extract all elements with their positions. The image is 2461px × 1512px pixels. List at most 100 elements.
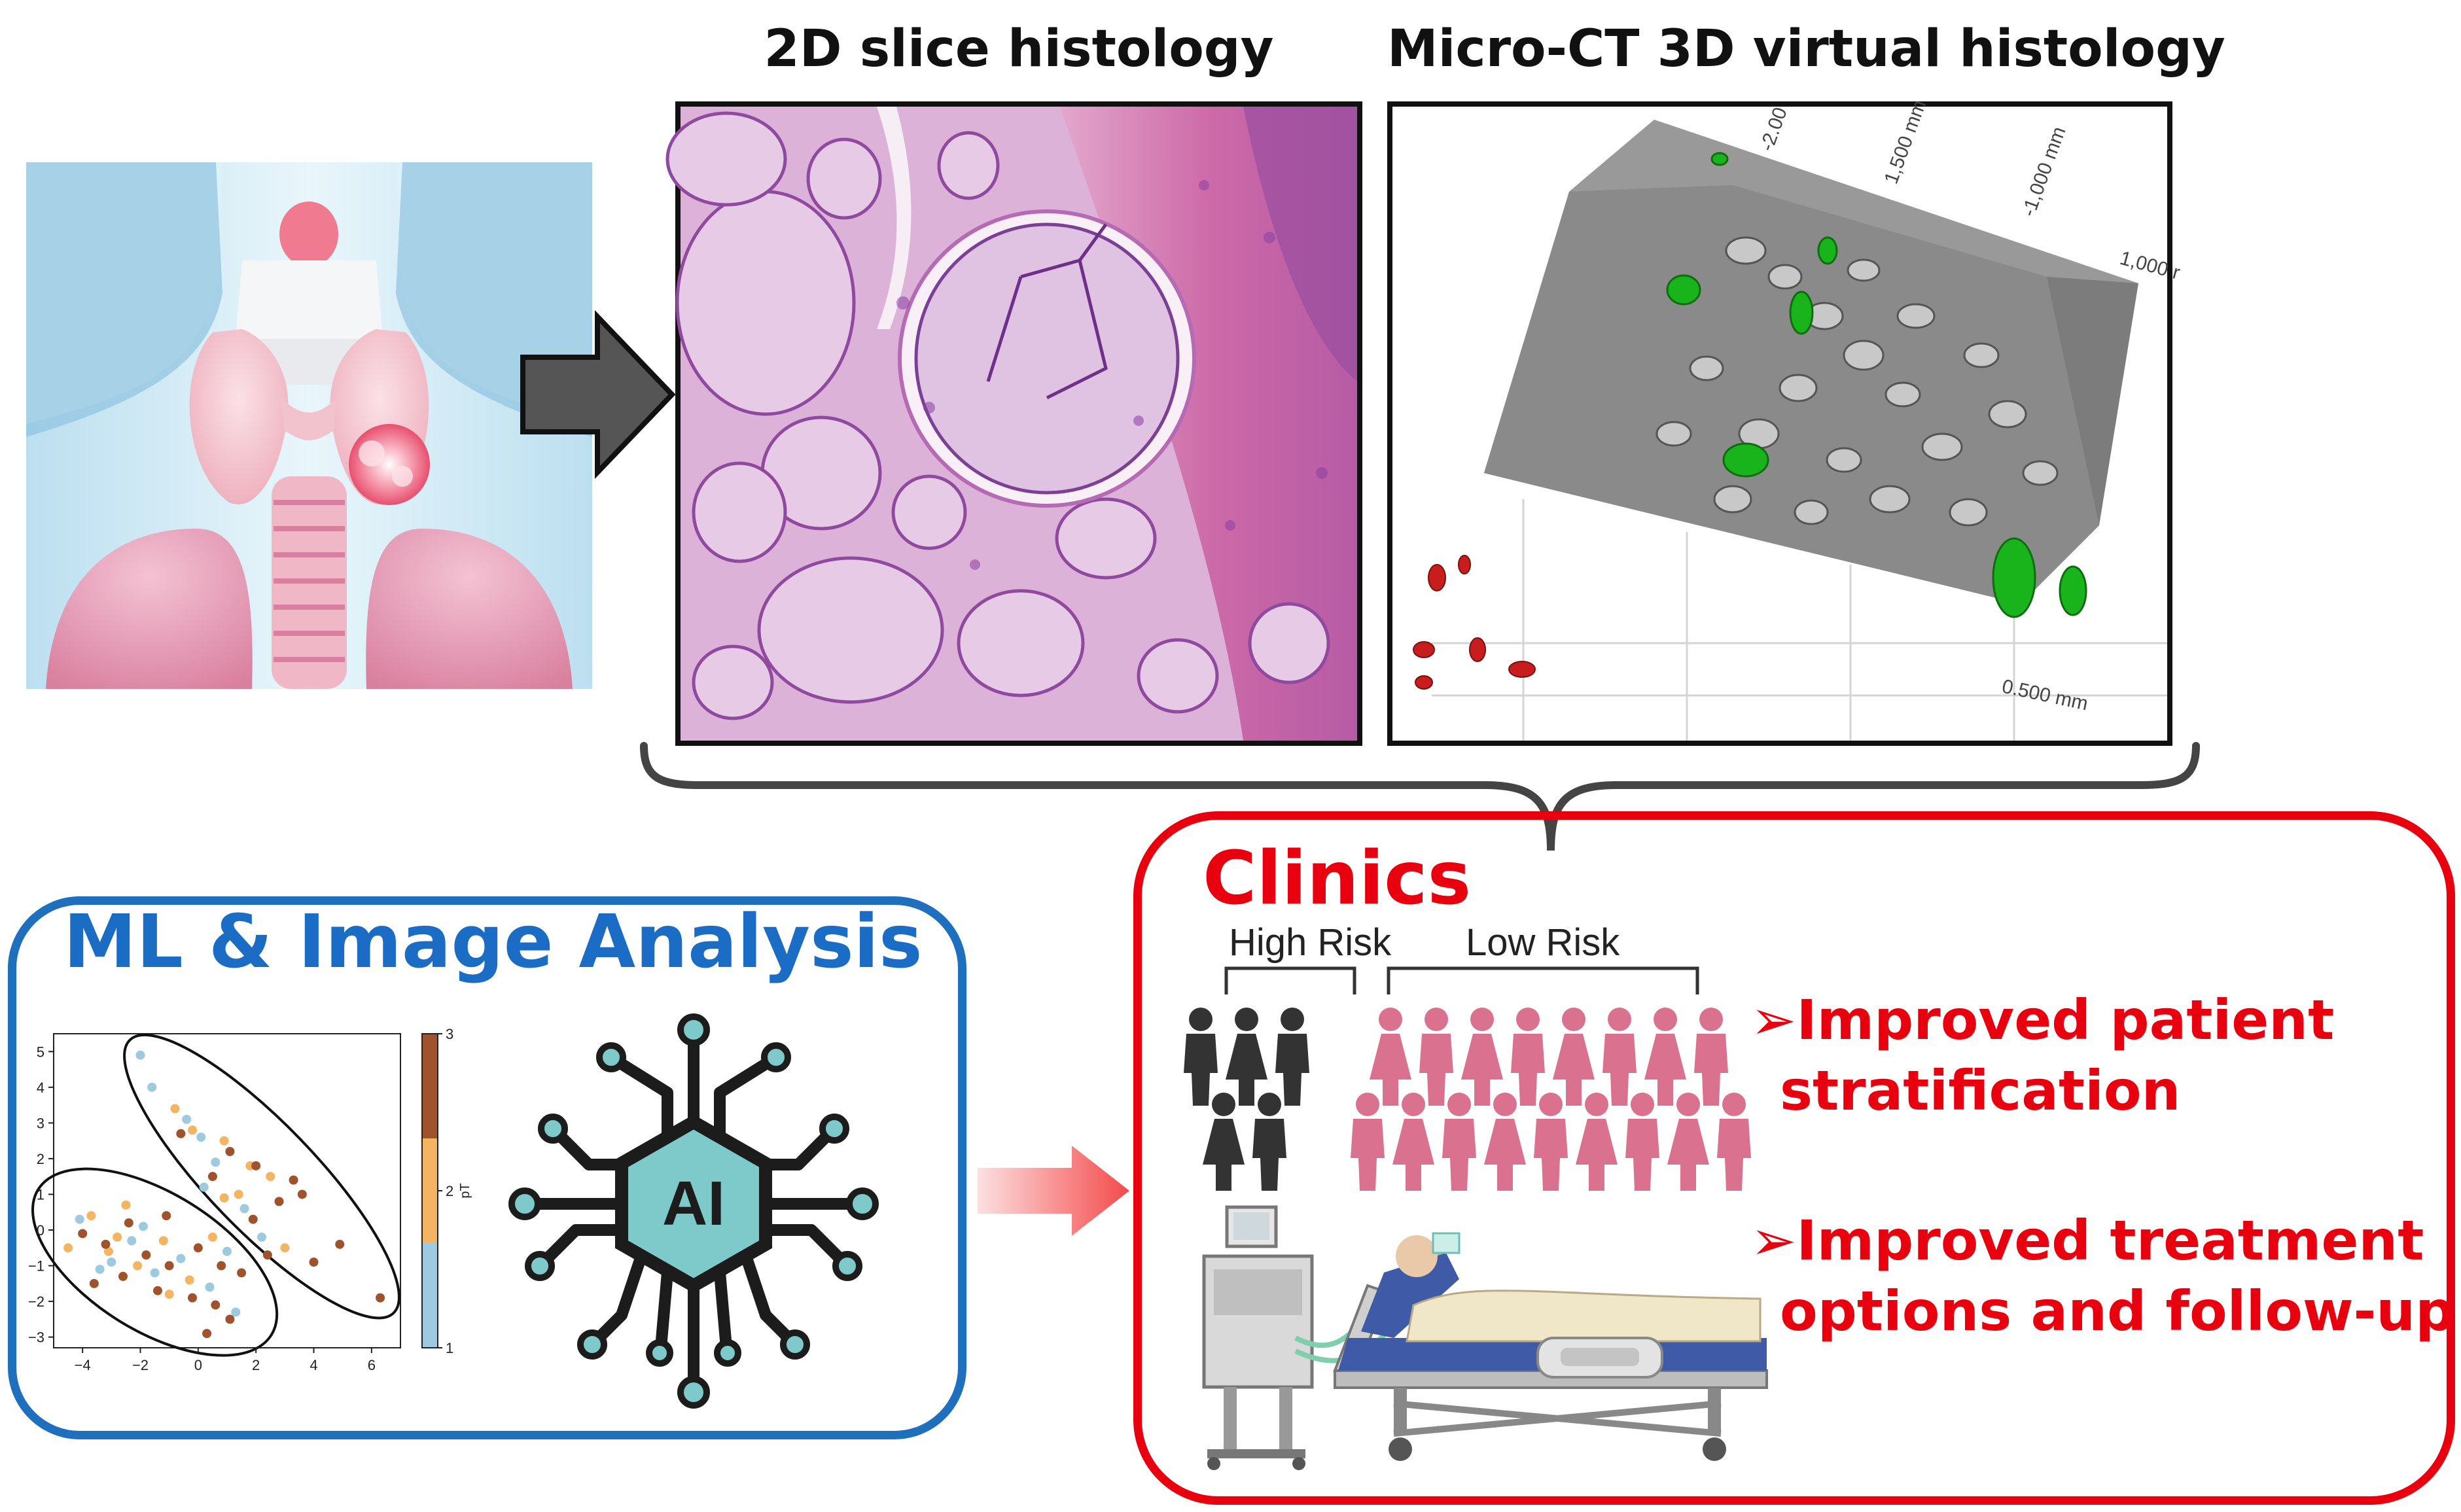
risk-brackets: [1224, 966, 1699, 994]
colorbar-segment: [422, 1243, 438, 1348]
bullet-patient-stratification: ➢Improved patient stratification: [1750, 985, 2334, 1126]
scatter-point: [158, 1236, 168, 1246]
scatter-point: [274, 1197, 284, 1206]
scatter-point: [133, 1261, 143, 1271]
y-tick-label: −3: [28, 1329, 44, 1346]
cluster-ellipse-lower: [31, 1167, 279, 1357]
scatter-point: [182, 1114, 192, 1124]
scatter-point: [231, 1307, 241, 1317]
scatter-point: [211, 1157, 221, 1167]
scatter-point: [176, 1129, 186, 1138]
scatter-point: [95, 1265, 105, 1274]
bullet-arrow-icon: ➢: [1750, 988, 1797, 1052]
bullet-2-line-1: Improved treatment: [1796, 1208, 2424, 1273]
x-tick-label: 2: [252, 1357, 260, 1373]
scatter-point: [63, 1243, 73, 1253]
y-tick-label: 0: [37, 1222, 44, 1239]
scatter-point: [309, 1257, 319, 1267]
scatter-point: [257, 1232, 266, 1242]
colorbar-tick-label: 1: [446, 1340, 453, 1356]
microct-title: Micro-CT 3D virtual histology: [1387, 20, 2225, 79]
scatter-point: [107, 1257, 116, 1267]
scatter-point: [207, 1172, 217, 1182]
scatter-point: [188, 1293, 197, 1303]
scatter-point: [141, 1250, 151, 1260]
bullet-2-line-2: options and follow-up: [1780, 1279, 2455, 1343]
scatter-point: [103, 1246, 113, 1256]
scatter-point: [199, 1182, 209, 1192]
scatter-point: [225, 1147, 235, 1156]
colorbar-tick-label: 3: [446, 1026, 453, 1042]
he-stained-tissue-image: [665, 107, 1357, 741]
cluster-ellipses: [31, 1033, 400, 1357]
scatter-point: [164, 1261, 174, 1271]
scatter-point: [101, 1239, 111, 1249]
clinics-title: Clinics: [1203, 836, 1472, 921]
scatter-point: [127, 1236, 137, 1246]
scatter-points: [63, 1050, 385, 1339]
scatter-point: [297, 1189, 307, 1199]
pink-arrow-icon: [978, 1146, 1129, 1236]
scatter-point: [176, 1254, 186, 1263]
bullet-1-line-2: stratification: [1780, 1059, 2181, 1123]
colorbar-segment: [422, 1034, 438, 1138]
scatter-point: [89, 1278, 99, 1288]
scatter-point: [222, 1246, 232, 1256]
bullet-1-line-1: Improved patient: [1796, 988, 2335, 1052]
scatter-point: [188, 1125, 197, 1135]
y-tick-label: 1: [37, 1186, 44, 1203]
scatter-point: [124, 1218, 133, 1228]
scatter-point: [234, 1189, 243, 1199]
scatter-point: [135, 1050, 145, 1060]
ai-label: AI: [662, 1169, 725, 1239]
right-arrow-icon: [520, 310, 676, 479]
scatter-point: [289, 1175, 298, 1185]
scatter-point: [239, 1204, 249, 1214]
y-tick-label: 3: [37, 1115, 44, 1131]
scatter-point: [118, 1271, 128, 1281]
histology-2d-panel: [665, 101, 1362, 746]
ml-image-analysis-box: [8, 896, 966, 1439]
histology-2d-title: 2D slice histology: [764, 20, 1274, 79]
ml-box-title: ML & Image Analysis: [63, 900, 923, 985]
x-tick-label: 0: [194, 1357, 202, 1373]
scatter-point: [86, 1211, 96, 1221]
x-tick-label: −2: [132, 1357, 149, 1373]
scatter-point: [196, 1133, 206, 1142]
scatter-point: [164, 1290, 174, 1299]
scatter-point: [121, 1200, 131, 1210]
high-risk-label: High Risk: [1229, 921, 1392, 964]
scatter-point: [113, 1232, 122, 1242]
scatter-point: [153, 1286, 162, 1295]
y-tick-label: 4: [37, 1080, 44, 1096]
bullet-arrow-icon: ➢: [1750, 1208, 1797, 1273]
scatter-point: [237, 1268, 247, 1278]
cluster-ellipse-upper: [123, 1033, 400, 1320]
y-tick-label: −2: [28, 1293, 44, 1310]
hospital-bed-icon: [1333, 1232, 1768, 1461]
scatter-point: [205, 1282, 215, 1292]
bullet-treatment-options: ➢Improved treatment options and follow-u…: [1750, 1205, 2454, 1346]
scatter-point: [217, 1261, 226, 1271]
scatter-plot-area: [53, 1033, 401, 1348]
y-tick-label: 5: [37, 1044, 44, 1060]
scatter-point: [75, 1214, 84, 1224]
scatter-point: [248, 1214, 258, 1224]
scatter-point: [251, 1161, 261, 1170]
scatter-point: [162, 1211, 171, 1221]
microct-3d-panel: -2.00 1,500 mm -1,000 mm 1,000 r 0.500 m…: [1387, 97, 2182, 746]
ai-chip-icon: AI: [508, 1013, 879, 1409]
scatter-point: [280, 1243, 290, 1253]
y-tick-label: 2: [37, 1151, 44, 1167]
scatter-point: [202, 1329, 212, 1339]
hospital-bed-illustration: [1202, 1205, 1768, 1470]
x-tick-label: 6: [368, 1357, 376, 1373]
scatter-point: [219, 1193, 229, 1203]
scatter-point: [150, 1268, 160, 1278]
scatter-point: [219, 1136, 229, 1146]
scatter-point: [193, 1243, 203, 1253]
clinics-box: [1133, 811, 2455, 1505]
scatter-point: [225, 1314, 235, 1324]
